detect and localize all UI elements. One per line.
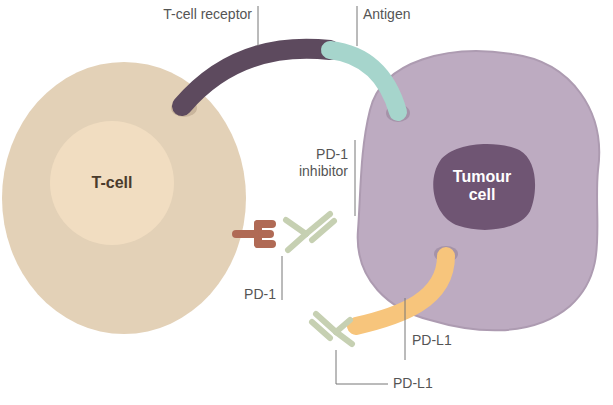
ligand-label: PD-L1 [412,332,452,349]
pd-1-receptor [236,224,272,244]
cell-label: Tumour cell [446,168,518,205]
t-cell-body [2,62,246,334]
receptor-label: PD-1 [244,286,276,303]
receptor-label: T-cell receptor [163,6,252,23]
pd-1-inhibitor-antibody [286,214,334,250]
cell-label: T-cell [92,174,133,192]
t-cell-nucleus: T-cell [50,121,174,245]
antigen [330,50,398,112]
ligand-label: PD-L1 [393,375,433,392]
t-cell-receptor [182,49,330,106]
tumour-nucleus: Tumour cell [426,140,538,232]
leader-lines [258,6,405,384]
pd-l1-antibody [312,314,352,344]
pd-l1-ligand [356,256,446,326]
inhibitor-label: PD-1 inhibitor [276,146,348,180]
nucleus-shape [433,144,535,230]
antigen-label: Antigen [363,6,410,23]
